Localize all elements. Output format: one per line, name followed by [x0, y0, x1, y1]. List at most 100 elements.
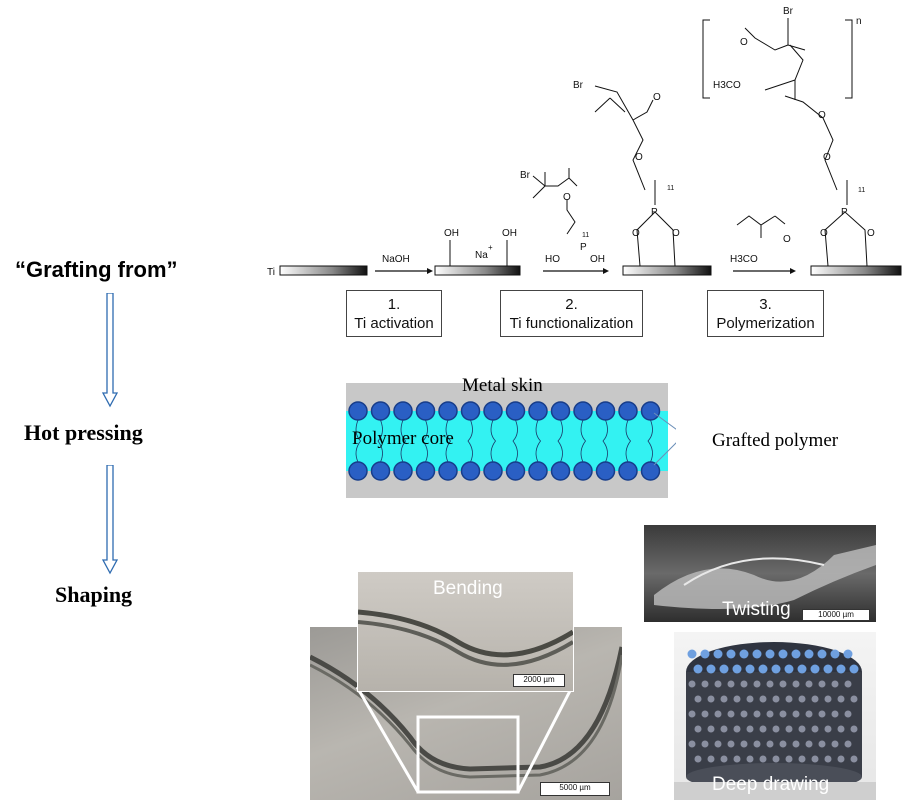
cup-pattern-dot — [719, 664, 729, 674]
cup-pattern-dot — [792, 740, 800, 748]
grafted-site-dot — [550, 461, 571, 481]
cup-pattern-dot — [818, 680, 826, 688]
cup-pattern-dot — [700, 649, 710, 659]
cup-pattern-dot — [797, 664, 807, 674]
cup-pattern-dot — [746, 695, 754, 703]
cup-pattern-dot — [753, 680, 761, 688]
grafted-site-dot — [438, 461, 458, 481]
cup-pattern-dot — [766, 710, 774, 718]
polymer-chain — [445, 419, 452, 463]
ti-plate-2 — [434, 265, 521, 276]
label-hot-pressing: Hot pressing — [24, 420, 143, 445]
cup-pattern-dot — [804, 649, 814, 659]
cup-pattern-dot — [688, 710, 696, 718]
cup-pattern-dot — [830, 649, 840, 659]
grafted-site-dot — [528, 401, 548, 421]
svg-text:+: + — [488, 243, 493, 252]
svg-text:O: O — [820, 228, 828, 239]
polymer-core-label: Polymer core — [352, 428, 454, 449]
svg-text:O: O — [563, 192, 571, 203]
cup-pattern-dot — [732, 664, 742, 674]
cup-pattern-dot — [714, 710, 722, 718]
cup-pattern-dot — [810, 664, 820, 674]
step-3-number: 3. — [759, 296, 772, 313]
svg-text:O: O — [635, 152, 643, 163]
cup-pattern-dot — [779, 710, 787, 718]
cup-pattern-dot — [720, 755, 728, 763]
cup-pattern-dot — [714, 740, 722, 748]
cup-pattern-dot — [688, 740, 696, 748]
step-2-label: Ti functionalization — [509, 315, 634, 332]
cup-pattern-dot — [823, 664, 833, 674]
ti-plate-3 — [622, 265, 712, 276]
cup-pattern-dot — [785, 725, 793, 733]
svg-text:O: O — [632, 228, 640, 239]
ti-plate-1 — [279, 265, 368, 276]
cup-pattern-dot — [772, 725, 780, 733]
cup-pattern-dot — [818, 740, 826, 748]
cup-pattern-dot — [831, 710, 839, 718]
grafted-site-dot — [640, 401, 661, 421]
cup-pattern-dot — [740, 710, 748, 718]
svg-text:O: O — [653, 92, 661, 103]
cup-pattern-dot — [837, 755, 845, 763]
bending-label: Bending — [433, 578, 503, 599]
grafted-site-dot — [550, 401, 571, 421]
grafted-site-dot — [618, 401, 638, 421]
scale-bar-2000: 2000 µm — [513, 674, 565, 687]
down-arrow-1 — [101, 293, 119, 408]
cup-pattern-dot — [785, 755, 793, 763]
polymer-chain — [580, 419, 587, 463]
polymer-chain — [422, 419, 428, 463]
cup-pattern-dot — [701, 710, 709, 718]
cup-pattern-dot — [701, 740, 709, 748]
cup-pattern-dot — [701, 680, 709, 688]
cup-pattern-dot — [818, 710, 826, 718]
cup-pattern-dot — [811, 755, 819, 763]
cup-pattern-dot — [831, 680, 839, 688]
down-arrow-2 — [101, 465, 119, 575]
svg-text:Br: Br — [783, 6, 794, 17]
arrow-head-2 — [603, 268, 609, 274]
cup-pattern-dot — [727, 710, 735, 718]
cup-pattern-dot — [805, 740, 813, 748]
cup-pattern-dot — [688, 680, 696, 688]
cup-pattern-dot — [837, 725, 845, 733]
step-1-label: Ti activation — [354, 315, 434, 332]
cup-pattern-dot — [784, 664, 794, 674]
cup-pattern-dot — [739, 649, 749, 659]
cup-pattern-dot — [779, 680, 787, 688]
cup-pattern-dot — [766, 740, 774, 748]
cup-pattern-dot — [844, 710, 852, 718]
bending-photo-inset: Bending 2000 µm — [357, 571, 574, 692]
deep-drawing-label: Deep drawing — [712, 774, 830, 795]
cup-pattern-dot — [746, 755, 754, 763]
svg-text:n: n — [856, 16, 862, 27]
polymer-chain — [647, 419, 653, 463]
cup-pattern-dot — [850, 755, 858, 763]
grafted-site-dot — [393, 401, 413, 421]
grafted-site-dot — [348, 401, 368, 421]
scale-bar-10000: 10000 µm — [802, 609, 870, 621]
cup-pattern-dot — [772, 695, 780, 703]
cup-pattern-dot — [792, 710, 800, 718]
cup-pattern-dot — [831, 740, 839, 748]
cup-pattern-dot — [746, 725, 754, 733]
svg-text:H3CO: H3CO — [730, 254, 758, 265]
grafted-site-dot — [618, 461, 638, 481]
cup-pattern-dot — [792, 680, 800, 688]
cup-pattern-dot — [714, 680, 722, 688]
cup-pattern-dot — [733, 725, 741, 733]
grafted-site-dot — [505, 461, 526, 481]
label-grafting-from: “Grafting from” — [15, 257, 178, 282]
svg-text:O: O — [867, 228, 875, 239]
cup-pattern-dot — [733, 755, 741, 763]
cup-pattern-dot — [811, 725, 819, 733]
cup-pattern-dot — [817, 649, 827, 659]
grafted-site-dot — [483, 401, 503, 421]
cup-pattern-dot — [693, 664, 703, 674]
cup-pattern-dot — [726, 649, 736, 659]
polymer-chain — [490, 419, 497, 463]
arrow-head-3 — [790, 268, 796, 274]
cup-pattern-dot — [727, 680, 735, 688]
